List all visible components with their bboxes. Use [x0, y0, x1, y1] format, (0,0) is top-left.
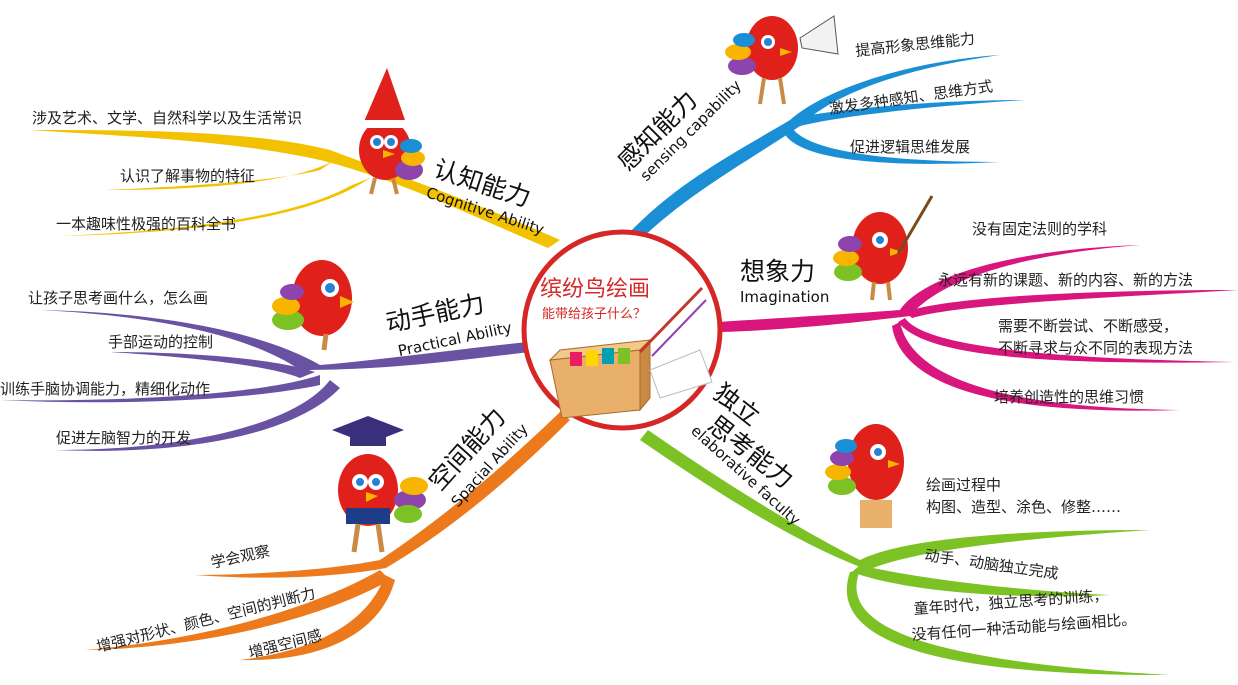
leaf-cognitive-1: 涉及艺术、文学、自然科学以及生活常识 — [32, 109, 302, 127]
leaf-cognitive-3: 一本趣味性极强的百科全书 — [56, 215, 236, 233]
bird-mascot-cognitive — [359, 68, 425, 195]
branch-independent-curves — [640, 430, 1170, 676]
leaf-independent-1a: 绘画过程中 — [926, 476, 1001, 494]
leaf-imagination-1: 没有固定法则的学科 — [972, 220, 1107, 238]
bird-mascot-spatial — [332, 416, 428, 553]
branch-title-imagination-en: Imagination — [740, 288, 829, 306]
leaf-practical-3: 训练手脑协调能力，精细化动作 — [0, 380, 210, 398]
leaf-sensing-1: 提高形象思维能力 — [855, 30, 976, 60]
leaf-practical-4: 促进左脑智力的开发 — [56, 429, 191, 447]
center-node: 缤纷鸟绘画 能带给孩子什么？ — [521, 229, 723, 431]
bird-mascot-imagination — [833, 195, 934, 301]
leaf-sensing-2: 激发多种感知、思维方式 — [828, 77, 994, 118]
branch-title-imagination-cn: 想象力 — [740, 257, 815, 286]
bird-mascot-independent — [825, 424, 904, 528]
leaf-independent-2: 动手、动脑独立完成 — [923, 546, 1059, 583]
branch-cognitive-curves — [30, 130, 560, 248]
branch-title-imagination: 想象力 Imagination — [740, 257, 829, 306]
leaf-imagination-2: 永远有新的课题、新的内容、新的方法 — [938, 271, 1193, 289]
branch-practical-curves — [0, 310, 530, 451]
leaf-imagination-4: 培养创造性的思维习惯 — [994, 388, 1144, 406]
paint-box-illustration — [548, 286, 713, 419]
branch-title-cognitive: 认知能力 Cognitive Ability — [424, 154, 546, 239]
leaf-imagination-3a: 需要不断尝试、不断感受， — [998, 317, 1178, 335]
leaf-practical-1: 让孩子思考画什么，怎么画 — [28, 289, 208, 307]
center-subtitle: 能带给孩子什么？ — [542, 307, 646, 322]
branch-imagination-curves — [718, 245, 1238, 411]
leaf-imagination-3b: 不断寻求与众不同的表现方法 — [998, 339, 1193, 357]
branch-sensing-curves — [630, 55, 1025, 240]
branch-spatial-curves — [85, 412, 570, 661]
center-title: 缤纷鸟绘画 — [540, 277, 650, 302]
leaf-practical-2: 手部运动的控制 — [108, 333, 213, 351]
leaf-spatial-1: 学会观察 — [209, 542, 271, 572]
leaf-sensing-3: 促进逻辑思维发展 — [850, 138, 970, 156]
bird-mascot-sensing — [725, 15, 839, 105]
bird-mascot-practical — [272, 260, 354, 351]
leaf-cognitive-2: 认识了解事物的特征 — [120, 167, 255, 185]
leaf-independent-1b: 构图、造型、涂色、修整…… — [926, 498, 1121, 516]
